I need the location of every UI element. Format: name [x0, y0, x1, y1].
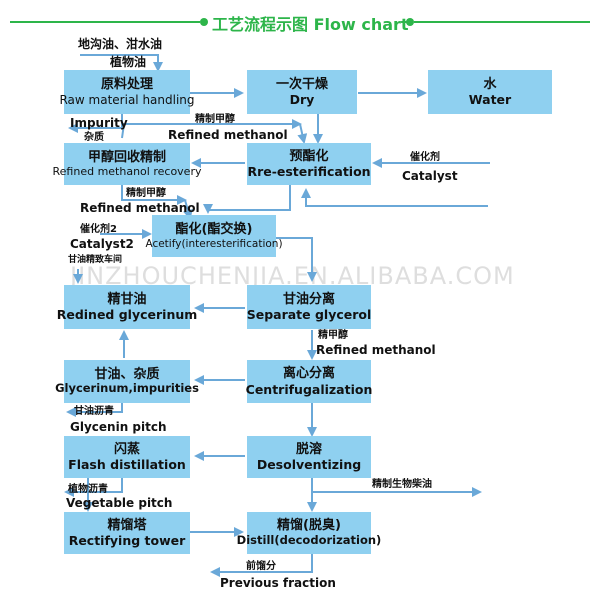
- title-dot-right: [406, 18, 414, 26]
- box-label-en: Rectifying tower: [68, 533, 186, 549]
- title-bar: 工艺流程示图 Flow chart: [0, 10, 600, 34]
- label-refined-methanol-en-1: Refined methanol: [168, 128, 288, 142]
- box-label-en: Flash distillation: [68, 457, 186, 473]
- label-impurity-zh: 杂质: [84, 132, 104, 143]
- box-label-zh: 一次干燥: [275, 76, 328, 92]
- box-label-en: Refined methanol recovery: [52, 165, 202, 179]
- label-glycerin-pitch-en: Glycenin pitch: [70, 420, 167, 434]
- box-label-en: Rre-esterification: [247, 164, 371, 180]
- label-glycerin-workshop: 甘油精致车间: [68, 255, 123, 265]
- label-previous-fraction-en: Previous fraction: [220, 576, 336, 590]
- box-raw-material-handling: 原料处理 Raw material handling: [59, 70, 195, 114]
- title-divider-right: [414, 21, 590, 23]
- box-flash-distillation: 闪蒸 Flash distillation: [64, 436, 190, 478]
- box-label-zh: 原料处理: [100, 77, 153, 92]
- box-label-en: Water: [468, 92, 512, 108]
- box-label-en: Distill(decodorization): [236, 532, 382, 547]
- box-label-zh: 甲醇回收精制: [87, 149, 166, 165]
- arrow-methanol1-down: [297, 123, 308, 144]
- label-catalyst-en: Catalyst: [402, 169, 458, 183]
- box-label-en: Acetify(interesterification): [145, 237, 283, 250]
- box-label-zh: 精甘油: [107, 291, 147, 307]
- label-vegetable-oil: 植物油: [110, 55, 147, 69]
- label-previous-fraction-zh: 前馏分: [246, 561, 276, 572]
- box-desolventizing: 脱溶 Desolventizing: [247, 436, 371, 478]
- box-label-zh: 酯化(酯交换): [175, 221, 253, 237]
- box-rectifying-tower: 精馏塔 Rectifying tower: [64, 512, 190, 554]
- box-label-zh: 预酯化: [289, 148, 329, 164]
- label-vegetable-pitch-en: Vegetable pitch: [66, 496, 173, 510]
- box-separate-glycerol: 甘油分离 Separate glycerol: [247, 285, 371, 329]
- box-re-esterification: 预酯化 Rre-esterification: [247, 143, 371, 185]
- box-label-zh: 闪蒸: [113, 441, 140, 457]
- label-refined-methanol-zh-3: 精甲醇: [318, 330, 348, 341]
- box-label-zh: 脱溶: [295, 441, 322, 457]
- box-label-zh: 精馏塔: [107, 517, 147, 533]
- box-label-en: Redined glycerinum: [56, 307, 198, 323]
- arrow-reester-to-acetify: [203, 185, 291, 214]
- box-label-en: Desolventizing: [256, 457, 362, 473]
- label-glycerin-pitch-zh: 甘油沥青: [74, 406, 114, 417]
- label-refined-methanol-en-2: Refined methanol: [80, 201, 200, 215]
- label-refined-methanol-zh-2: 精制甲醇: [126, 188, 166, 199]
- label-input-oil: 地沟油、泔水油: [78, 37, 163, 51]
- box-water: 水 Water: [428, 70, 552, 114]
- box-label-en: Separate glycerol: [246, 307, 372, 323]
- label-catalyst-zh: 催化剂: [410, 152, 440, 163]
- arrow-distill-to-biodiesel: [311, 487, 482, 510]
- title-divider-left: [10, 21, 200, 23]
- box-dry: 一次干燥 Dry: [247, 70, 357, 114]
- box-methanol-recovery: 甲醇回收精制 Refined methanol recovery: [53, 143, 201, 185]
- label-refined-methanol-en-3: Refined methanol: [316, 343, 436, 357]
- box-label-zh: 离心分离: [282, 366, 335, 382]
- label-impurity-en: Impurity: [70, 116, 128, 130]
- label-biodiesel-zh: 精制生物柴油: [372, 479, 432, 490]
- title-dot-left: [200, 18, 208, 26]
- label-catalyst2-en: Catalyst2: [70, 237, 134, 251]
- box-label-zh: 精馏(脱臭): [277, 518, 341, 534]
- box-label-zh: 甘油分离: [282, 291, 335, 307]
- box-centrifugalization: 离心分离 Centrifugalization: [245, 360, 373, 403]
- box-acetify: 酯化(酯交换) Acetify(interesterification): [145, 215, 283, 257]
- label-vegetable-pitch-zh: 植物沥青: [68, 484, 108, 495]
- box-label-zh: 甘油、杂质: [94, 366, 160, 382]
- page-title: 工艺流程示图 Flow chart: [212, 15, 409, 34]
- label-catalyst2-zh: 催化剂2: [80, 224, 117, 235]
- box-label-en: Dry: [289, 92, 315, 108]
- box-label-en: Raw material handling: [59, 92, 195, 107]
- box-label-zh: 水: [483, 76, 497, 92]
- box-distill: 精馏(脱臭) Distill(decodorization): [237, 512, 381, 554]
- box-label-en: Centrifugalization: [245, 381, 373, 397]
- box-label-en: Glycerinum,impurities: [55, 381, 199, 396]
- arrow-loop-feedback: [301, 188, 488, 207]
- label-refined-methanol-zh-1: 精制甲醇: [195, 114, 235, 125]
- box-glycerin-impurities: 甘油、杂质 Glycerinum,impurities: [55, 360, 199, 403]
- box-refined-glycerin: 精甘油 Redined glycerinum: [57, 285, 197, 329]
